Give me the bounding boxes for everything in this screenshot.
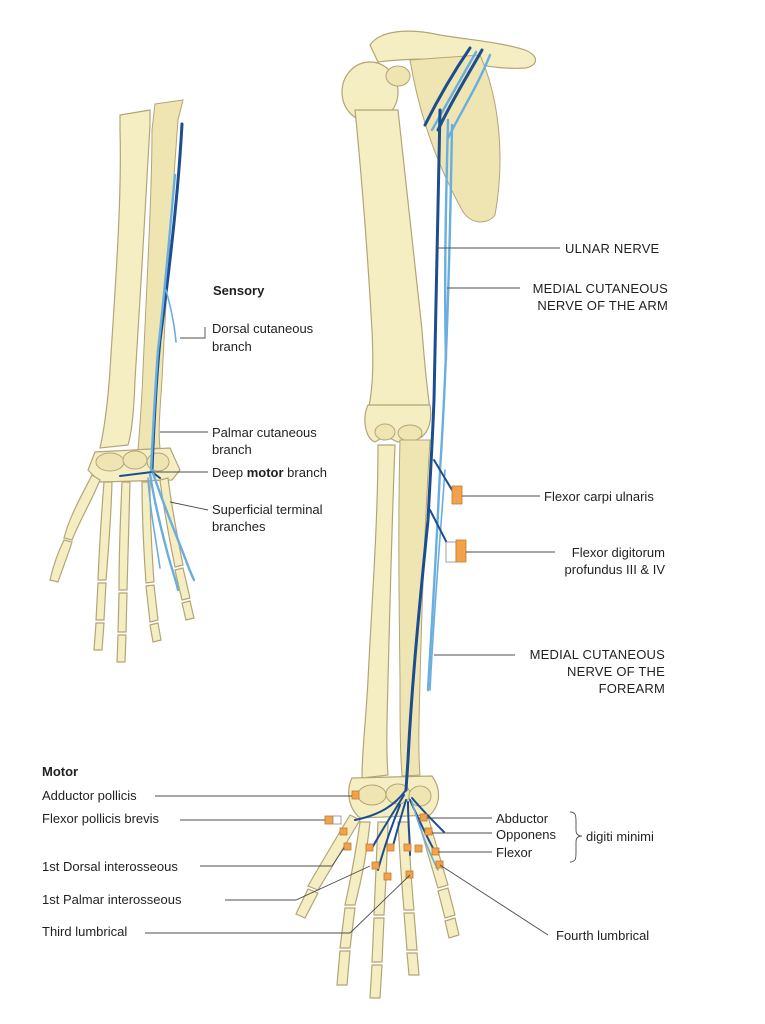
- label-medial-cut-forearm-1: MEDIAL CUTANEOUS: [529, 647, 665, 662]
- label-medial-cut-forearm-2: NERVE OF THE: [567, 664, 665, 679]
- left-forearm-bones: [99, 99, 184, 451]
- label-deep-motor-branch: Deep motor branch: [212, 464, 327, 481]
- label-adductor-pollicis: Adductor pollicis: [42, 788, 137, 803]
- label-palmar-cutaneous-2: branch: [212, 442, 252, 457]
- label-abductor: Abductor: [496, 811, 549, 826]
- right-hand-bones: [295, 775, 460, 999]
- label-opponens: Opponens: [496, 827, 556, 842]
- label-flexor-digitorum-2: profundus III & IV: [564, 562, 665, 577]
- deep-motor-bold: motor: [246, 465, 284, 480]
- label-medial-cut-arm-1: MEDIAL CUTANEOUS: [532, 281, 668, 296]
- label-palmar-cutaneous-1: Palmar cutaneous: [212, 425, 317, 440]
- label-dorsal-cutaneous-2: branch: [212, 339, 252, 354]
- label-ulnar-nerve: ULNAR NERVE: [565, 241, 660, 256]
- label-flexor-digitorum-1: Flexor digitorum: [571, 545, 665, 560]
- label-flexor: Flexor: [496, 845, 533, 860]
- label-first-dorsal-interosseous: 1st Dorsal interosseous: [42, 859, 178, 874]
- label-digiti-minimi: digiti minimi: [586, 829, 654, 844]
- label-medial-cut-arm-2: NERVE OF THE ARM: [537, 298, 668, 313]
- label-third-lumbrical: Third lumbrical: [42, 924, 128, 939]
- sensory-heading: Sensory: [213, 283, 265, 298]
- left-hand-bones: [49, 447, 195, 663]
- label-flexor-pollicis-brevis: Flexor pollicis brevis: [42, 811, 160, 826]
- deep-motor-pre: Deep: [212, 465, 244, 480]
- deep-motor-post: branch: [287, 465, 327, 480]
- label-fourth-lumbrical: Fourth lumbrical: [556, 928, 650, 943]
- motor-heading: Motor: [42, 764, 79, 779]
- right-arm-bones: [341, 30, 537, 779]
- right-leaders: [145, 247, 583, 936]
- label-superficial-terminal-2: branches: [212, 519, 266, 534]
- left-leaders: [150, 327, 209, 511]
- label-medial-cut-forearm-3: FOREARM: [598, 681, 665, 696]
- muscle-markers: [324, 485, 467, 881]
- label-superficial-terminal-1: Superficial terminal: [212, 502, 323, 517]
- left-ulnar-nerve: [119, 122, 196, 592]
- label-flexor-carpi-ulnaris: Flexor carpi ulnaris: [544, 489, 654, 504]
- label-first-palmar-interosseous: 1st Palmar interosseous: [42, 892, 182, 907]
- label-dorsal-cutaneous-1: Dorsal cutaneous: [212, 321, 314, 336]
